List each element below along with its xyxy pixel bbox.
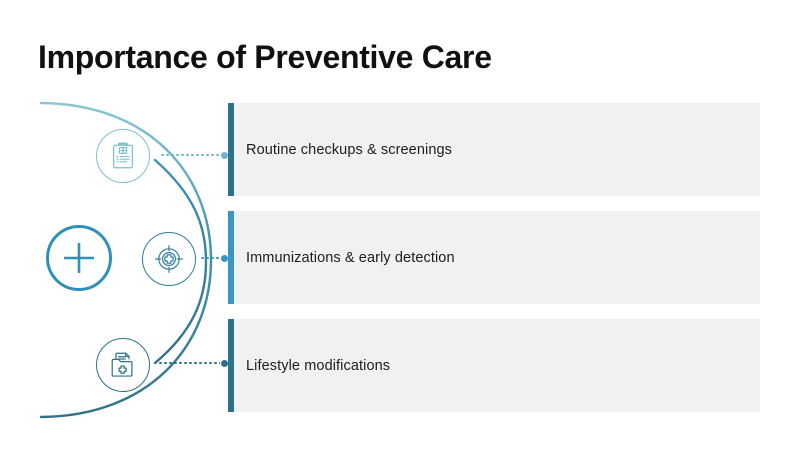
connector-dots-3: [158, 362, 220, 364]
page-title: Importance of Preventive Care: [38, 39, 492, 75]
list-item-label: Immunizations & early detection: [246, 249, 455, 266]
icon-circle-routine-checkups[interactable]: [96, 129, 150, 183]
list-item[interactable]: Lifestyle modifications: [228, 319, 760, 412]
medical-folder-icon: [111, 352, 133, 377]
row-accent-bar: [228, 103, 234, 196]
connector-dots-1: [160, 154, 220, 156]
connector-endpoint-2: [221, 254, 228, 262]
icon-circle-lifestyle[interactable]: [96, 338, 150, 392]
list-item-label: Lifestyle modifications: [246, 357, 391, 374]
row-accent-bar: [228, 319, 234, 412]
list-item[interactable]: Routine checkups & screenings: [228, 103, 760, 196]
connector-dots-2: [200, 257, 220, 259]
target-crosshair-medical-icon: [155, 245, 183, 273]
connector-line-3: [158, 359, 228, 367]
content-rows: Routine checkups & screenings Immunizati…: [228, 103, 760, 413]
list-item-label: Routine checkups & screenings: [246, 141, 453, 158]
connector-line-1: [160, 151, 228, 159]
connector-line-2: [200, 254, 228, 262]
connector-endpoint-1: [221, 151, 228, 159]
plus-icon: [64, 243, 94, 273]
icon-circle-immunizations[interactable]: [142, 232, 196, 286]
connector-endpoint-3: [221, 359, 228, 367]
plus-circle-icon: [46, 225, 112, 291]
list-item[interactable]: Immunizations & early detection: [228, 211, 760, 304]
clipboard-medical-icon: [113, 142, 133, 169]
row-accent-bar: [228, 211, 234, 304]
